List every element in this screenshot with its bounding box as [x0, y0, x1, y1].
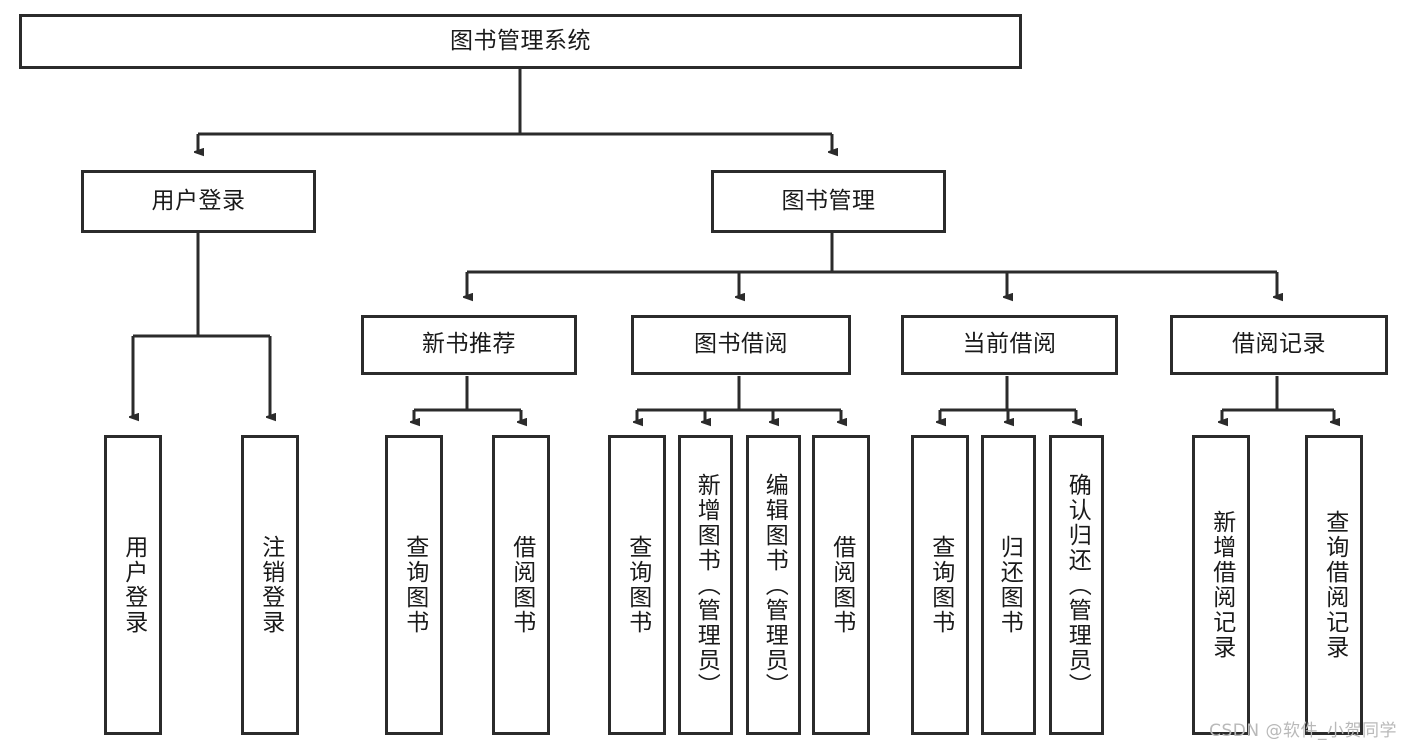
- node-user-login[interactable]: 用户登录: [81, 170, 316, 233]
- leaf-newbook-borrow-book[interactable]: 借阅图书: [492, 435, 550, 735]
- leaf-record-add[interactable]: 新增借阅记录: [1192, 435, 1250, 735]
- leaf-user-logout[interactable]: 注销登录: [241, 435, 299, 735]
- node-book-manage-label: 图书管理: [781, 187, 876, 214]
- node-book-manage[interactable]: 图书管理: [711, 170, 946, 233]
- node-current-borrow[interactable]: 当前借阅: [901, 315, 1118, 375]
- node-root-label: 图书管理系统: [450, 27, 591, 54]
- leaf-current-confirm-return[interactable]: 确认归还（管理员）: [1049, 435, 1104, 735]
- leaf-borrow-lend-book-label: 借阅图书: [828, 535, 855, 635]
- leaf-user-login-label: 用户登录: [120, 535, 147, 635]
- leaf-borrow-query-book[interactable]: 查询图书: [608, 435, 666, 735]
- leaf-user-login[interactable]: 用户登录: [104, 435, 162, 735]
- leaf-current-query-book-label: 查询图书: [927, 535, 954, 635]
- leaf-record-query[interactable]: 查询借阅记录: [1305, 435, 1363, 735]
- leaf-borrow-add-book[interactable]: 新增图书（管理员）: [678, 435, 733, 735]
- leaf-borrow-edit-book-label: 编辑图书（管理员）: [761, 472, 788, 698]
- leaf-borrow-query-book-label: 查询图书: [624, 535, 651, 635]
- node-book-borrow[interactable]: 图书借阅: [631, 315, 851, 375]
- leaf-newbook-query-book[interactable]: 查询图书: [385, 435, 443, 735]
- leaf-record-query-label: 查询借阅记录: [1321, 510, 1348, 660]
- leaf-borrow-lend-book[interactable]: 借阅图书: [812, 435, 870, 735]
- leaf-borrow-add-book-label: 新增图书（管理员）: [693, 472, 720, 698]
- node-new-book-recommend[interactable]: 新书推荐: [361, 315, 577, 375]
- node-root[interactable]: 图书管理系统: [19, 14, 1022, 69]
- node-borrow-record[interactable]: 借阅记录: [1170, 315, 1388, 375]
- leaf-current-query-book[interactable]: 查询图书: [911, 435, 969, 735]
- leaf-borrow-edit-book[interactable]: 编辑图书（管理员）: [746, 435, 801, 735]
- node-borrow-record-label: 借阅记录: [1232, 331, 1326, 358]
- leaf-newbook-borrow-book-label: 借阅图书: [508, 535, 535, 635]
- node-new-book-recommend-label: 新书推荐: [422, 331, 516, 358]
- leaf-record-add-label: 新增借阅记录: [1208, 510, 1235, 660]
- leaf-user-logout-label: 注销登录: [257, 535, 284, 635]
- leaf-current-return-book-label: 归还图书: [996, 535, 1023, 635]
- node-user-login-label: 用户登录: [151, 187, 246, 214]
- node-book-borrow-label: 图书借阅: [694, 331, 788, 358]
- node-current-borrow-label: 当前借阅: [962, 331, 1057, 358]
- leaf-newbook-query-book-label: 查询图书: [401, 535, 428, 635]
- leaf-current-return-book[interactable]: 归还图书: [981, 435, 1036, 735]
- leaf-current-confirm-return-label: 确认归还（管理员）: [1064, 472, 1091, 698]
